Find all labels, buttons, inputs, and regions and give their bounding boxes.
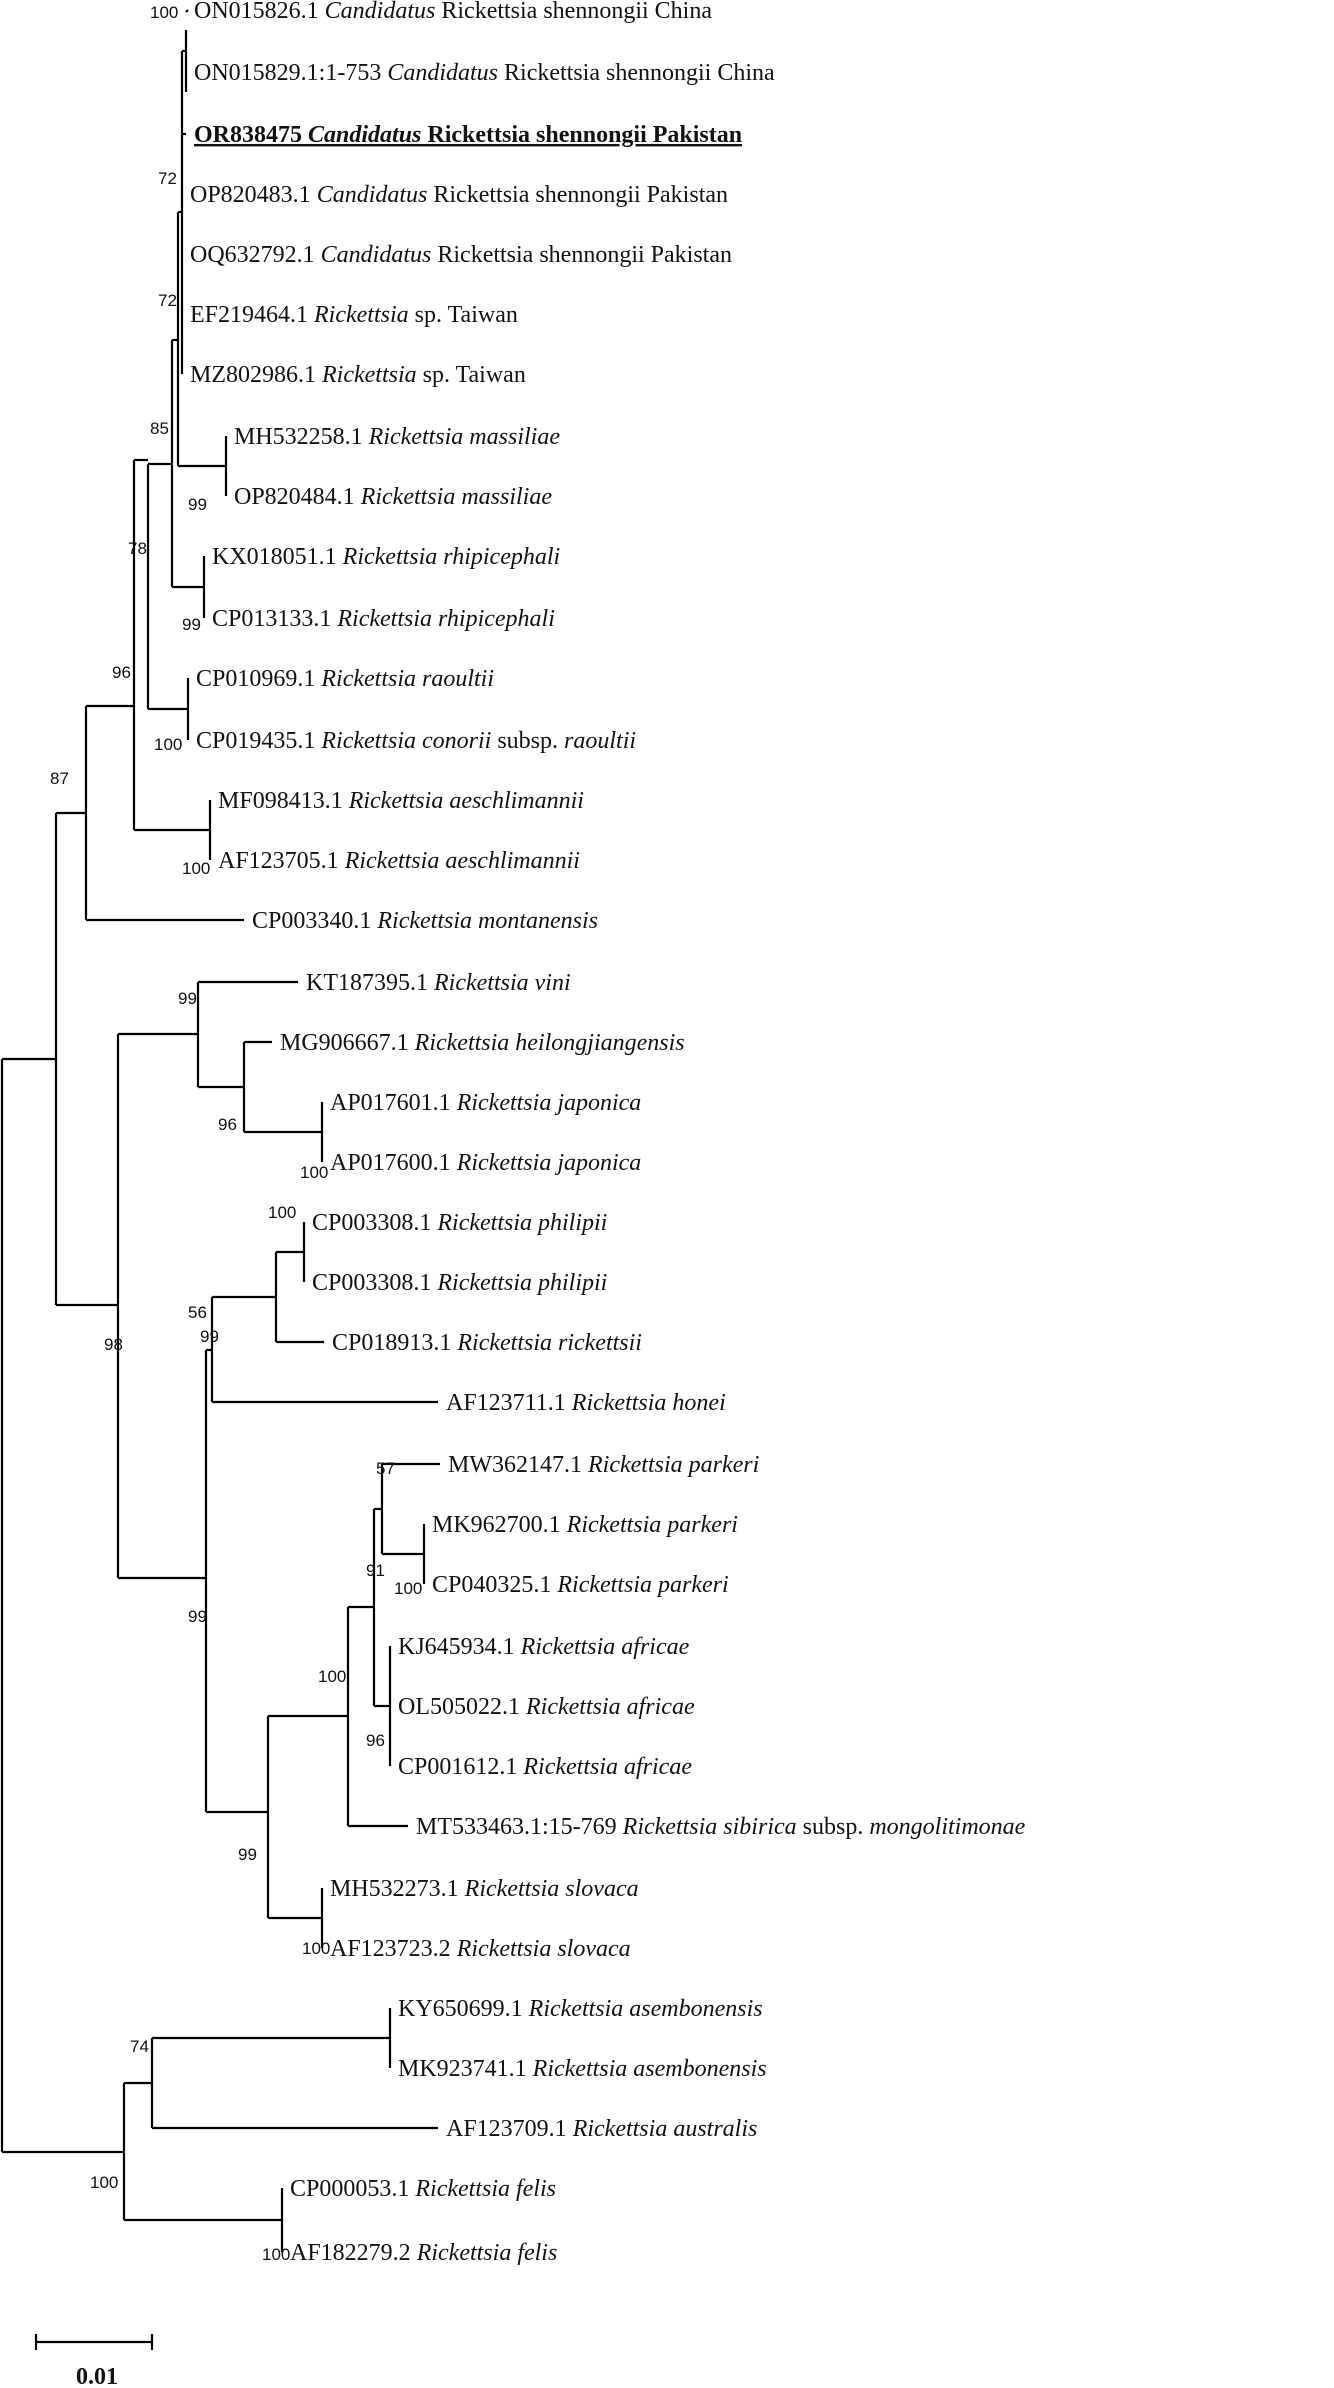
- leaf-label: OP820484.1 Rickettsia massiliae: [234, 484, 552, 510]
- leaf-label: CP003308.1 Rickettsia philipii: [312, 1210, 607, 1236]
- bootstrap-value: 78: [128, 539, 147, 558]
- leaf-label: AF123709.1 Rickettsia australis: [446, 2116, 757, 2142]
- bootstrap-value: 85: [150, 419, 169, 438]
- leaf-label: EF219464.1 Rickettsia sp. Taiwan: [190, 302, 518, 328]
- bootstrap-value: 100: [182, 859, 210, 878]
- leaf-label: CP019435.1 Rickettsia conorii subsp. rao…: [196, 728, 636, 754]
- bootstrap-value: 99: [178, 989, 197, 1008]
- leaf-label: KY650699.1 Rickettsia asembonensis: [398, 1996, 763, 2022]
- leaf-label: OR838475 Candidatus Rickettsia shennongi…: [194, 122, 742, 148]
- leaf-label: AF123705.1 Rickettsia aeschlimannii: [218, 848, 580, 874]
- leaf-label: AF123723.2 Rickettsia slovaca: [330, 1936, 631, 1962]
- leaf-label: CP003340.1 Rickettsia montanensis: [252, 908, 598, 934]
- bootstrap-value: 72: [158, 169, 177, 188]
- bootstrap-value: 100: [318, 1667, 346, 1686]
- bootstrap-value: 56: [188, 1303, 207, 1322]
- bootstrap-value: 99: [188, 1607, 207, 1626]
- bootstrap-value: 98: [104, 1335, 123, 1354]
- scale-bar-label: 0.01: [76, 2364, 118, 2388]
- leaf-label: ON015829.1:1-753 Candidatus Rickettsia s…: [194, 60, 775, 86]
- leaf-label: CP018913.1 Rickettsia rickettsii: [332, 1330, 642, 1356]
- leaf-label: OQ632792.1 Candidatus Rickettsia shennon…: [190, 242, 732, 268]
- leaf-label: MK962700.1 Rickettsia parkeri: [432, 1512, 738, 1538]
- bootstrap-value: 100: [262, 2245, 290, 2264]
- bootstrap-value: 100: [154, 735, 182, 754]
- leaf-label: MK923741.1 Rickettsia asembonensis: [398, 2056, 767, 2082]
- leaf-label: KX018051.1 Rickettsia rhipicephali: [212, 544, 560, 570]
- leaf-label: MH532273.1 Rickettsia slovaca: [330, 1876, 639, 1902]
- bootstrap-value: 100: [300, 1163, 328, 1182]
- bootstrap-value: 100: [302, 1939, 330, 1958]
- leaf-label: MG906667.1 Rickettsia heilongjiangensis: [280, 1030, 685, 1056]
- leaf-label: AP017601.1 Rickettsia japonica: [330, 1090, 641, 1116]
- bootstrap-value: 87: [50, 769, 69, 788]
- bootstrap-value: 100: [268, 1203, 296, 1222]
- bootstrap-value: 74: [130, 2037, 149, 2056]
- leaf-label: MT533463.1:15-769 Rickettsia sibirica su…: [416, 1814, 1026, 1840]
- leaf-label: OP820483.1 Candidatus Rickettsia shennon…: [190, 182, 728, 208]
- leaf-label: AF182279.2 Rickettsia felis: [290, 2240, 557, 2266]
- leaf-label: MH532258.1 Rickettsia massiliae: [234, 424, 560, 450]
- bootstrap-value: 99: [200, 1327, 219, 1346]
- bootstrap-value: 99: [238, 1845, 257, 1864]
- leaf-label: MF098413.1 Rickettsia aeschlimannii: [218, 788, 584, 814]
- bootstrap-value: 96: [112, 663, 131, 682]
- bootstrap-value: 100: [394, 1579, 422, 1598]
- leaf-label: ON015826.1 Candidatus Rickettsia shennon…: [194, 0, 712, 24]
- leaf-label: AF123711.1 Rickettsia honei: [446, 1390, 726, 1416]
- leaf-label: CP001612.1 Rickettsia africae: [398, 1754, 692, 1780]
- bootstrap-value: 99: [188, 495, 207, 514]
- bootstrap-value: 100: [90, 2173, 118, 2192]
- leaf-label: CP010969.1 Rickettsia raoultii: [196, 666, 494, 692]
- bootstrap-value: 57: [376, 1459, 395, 1478]
- bootstrap-value: 99: [182, 615, 201, 634]
- leaf-label: AP017600.1 Rickettsia japonica: [330, 1150, 641, 1176]
- bootstrap-value: 96: [218, 1115, 237, 1134]
- bootstrap-value: 96: [366, 1731, 385, 1750]
- leaf-label: MZ802986.1 Rickettsia sp. Taiwan: [190, 362, 526, 388]
- bootstrap-value: 91: [366, 1561, 385, 1580]
- leaf-label: CP003308.1 Rickettsia philipii: [312, 1270, 607, 1296]
- leaf-label: KJ645934.1 Rickettsia africae: [398, 1634, 690, 1660]
- leaf-label: CP013133.1 Rickettsia rhipicephali: [212, 606, 555, 632]
- bootstrap-value: 72: [158, 291, 177, 310]
- leaf-label: CP040325.1 Rickettsia parkeri: [432, 1572, 729, 1598]
- tree-branch: [185, 9, 189, 13]
- bootstrap-value: 100: [150, 3, 178, 22]
- leaf-label: CP000053.1 Rickettsia felis: [290, 2176, 556, 2202]
- leaf-label: MW362147.1 Rickettsia parkeri: [448, 1452, 759, 1478]
- leaf-label: OL505022.1 Rickettsia africae: [398, 1694, 695, 1720]
- leaf-label: KT187395.1 Rickettsia vini: [306, 970, 571, 996]
